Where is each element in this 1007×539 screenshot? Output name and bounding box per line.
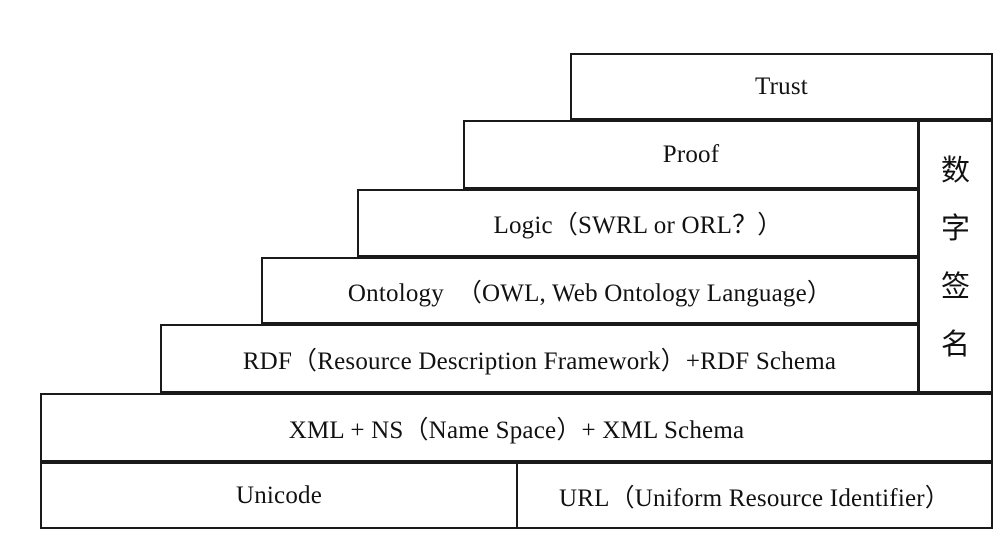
signature-char-1: 数: [940, 152, 970, 187]
proof-layer: Proof: [463, 120, 919, 189]
ontology-label: Ontology （OWL, Web Ontology Language）: [347, 279, 833, 307]
trust-layer: Trust: [570, 53, 993, 120]
xml-label: XML + NS（Name Space）+ XML Schema: [288, 416, 745, 444]
url-layer: URL（Uniform Resource Identifier）: [516, 462, 993, 529]
trust-label: Trust: [755, 72, 808, 100]
ontology-layer: Ontology （OWL, Web Ontology Language）: [261, 257, 919, 324]
url-label: URL（Uniform Resource Identifier）: [558, 484, 951, 512]
proof-label: Proof: [662, 140, 720, 168]
signature-char-2: 字: [940, 210, 970, 245]
rdf-label: RDF（Resource Description Framework）+RDF …: [242, 347, 837, 375]
logic-layer: Logic（SWRL or ORL？）: [357, 189, 919, 257]
unicode-layer: Unicode: [40, 462, 518, 529]
signature-char-3: 签: [940, 268, 970, 303]
rdf-layer: RDF（Resource Description Framework）+RDF …: [160, 324, 919, 393]
digital-signature-layer: 数 字 签 名: [917, 120, 993, 393]
signature-char-4: 名: [940, 326, 970, 361]
unicode-label: Unicode: [235, 481, 323, 509]
logic-label: Logic（SWRL or ORL？）: [493, 212, 783, 239]
xml-layer: XML + NS（Name Space）+ XML Schema: [40, 393, 993, 462]
